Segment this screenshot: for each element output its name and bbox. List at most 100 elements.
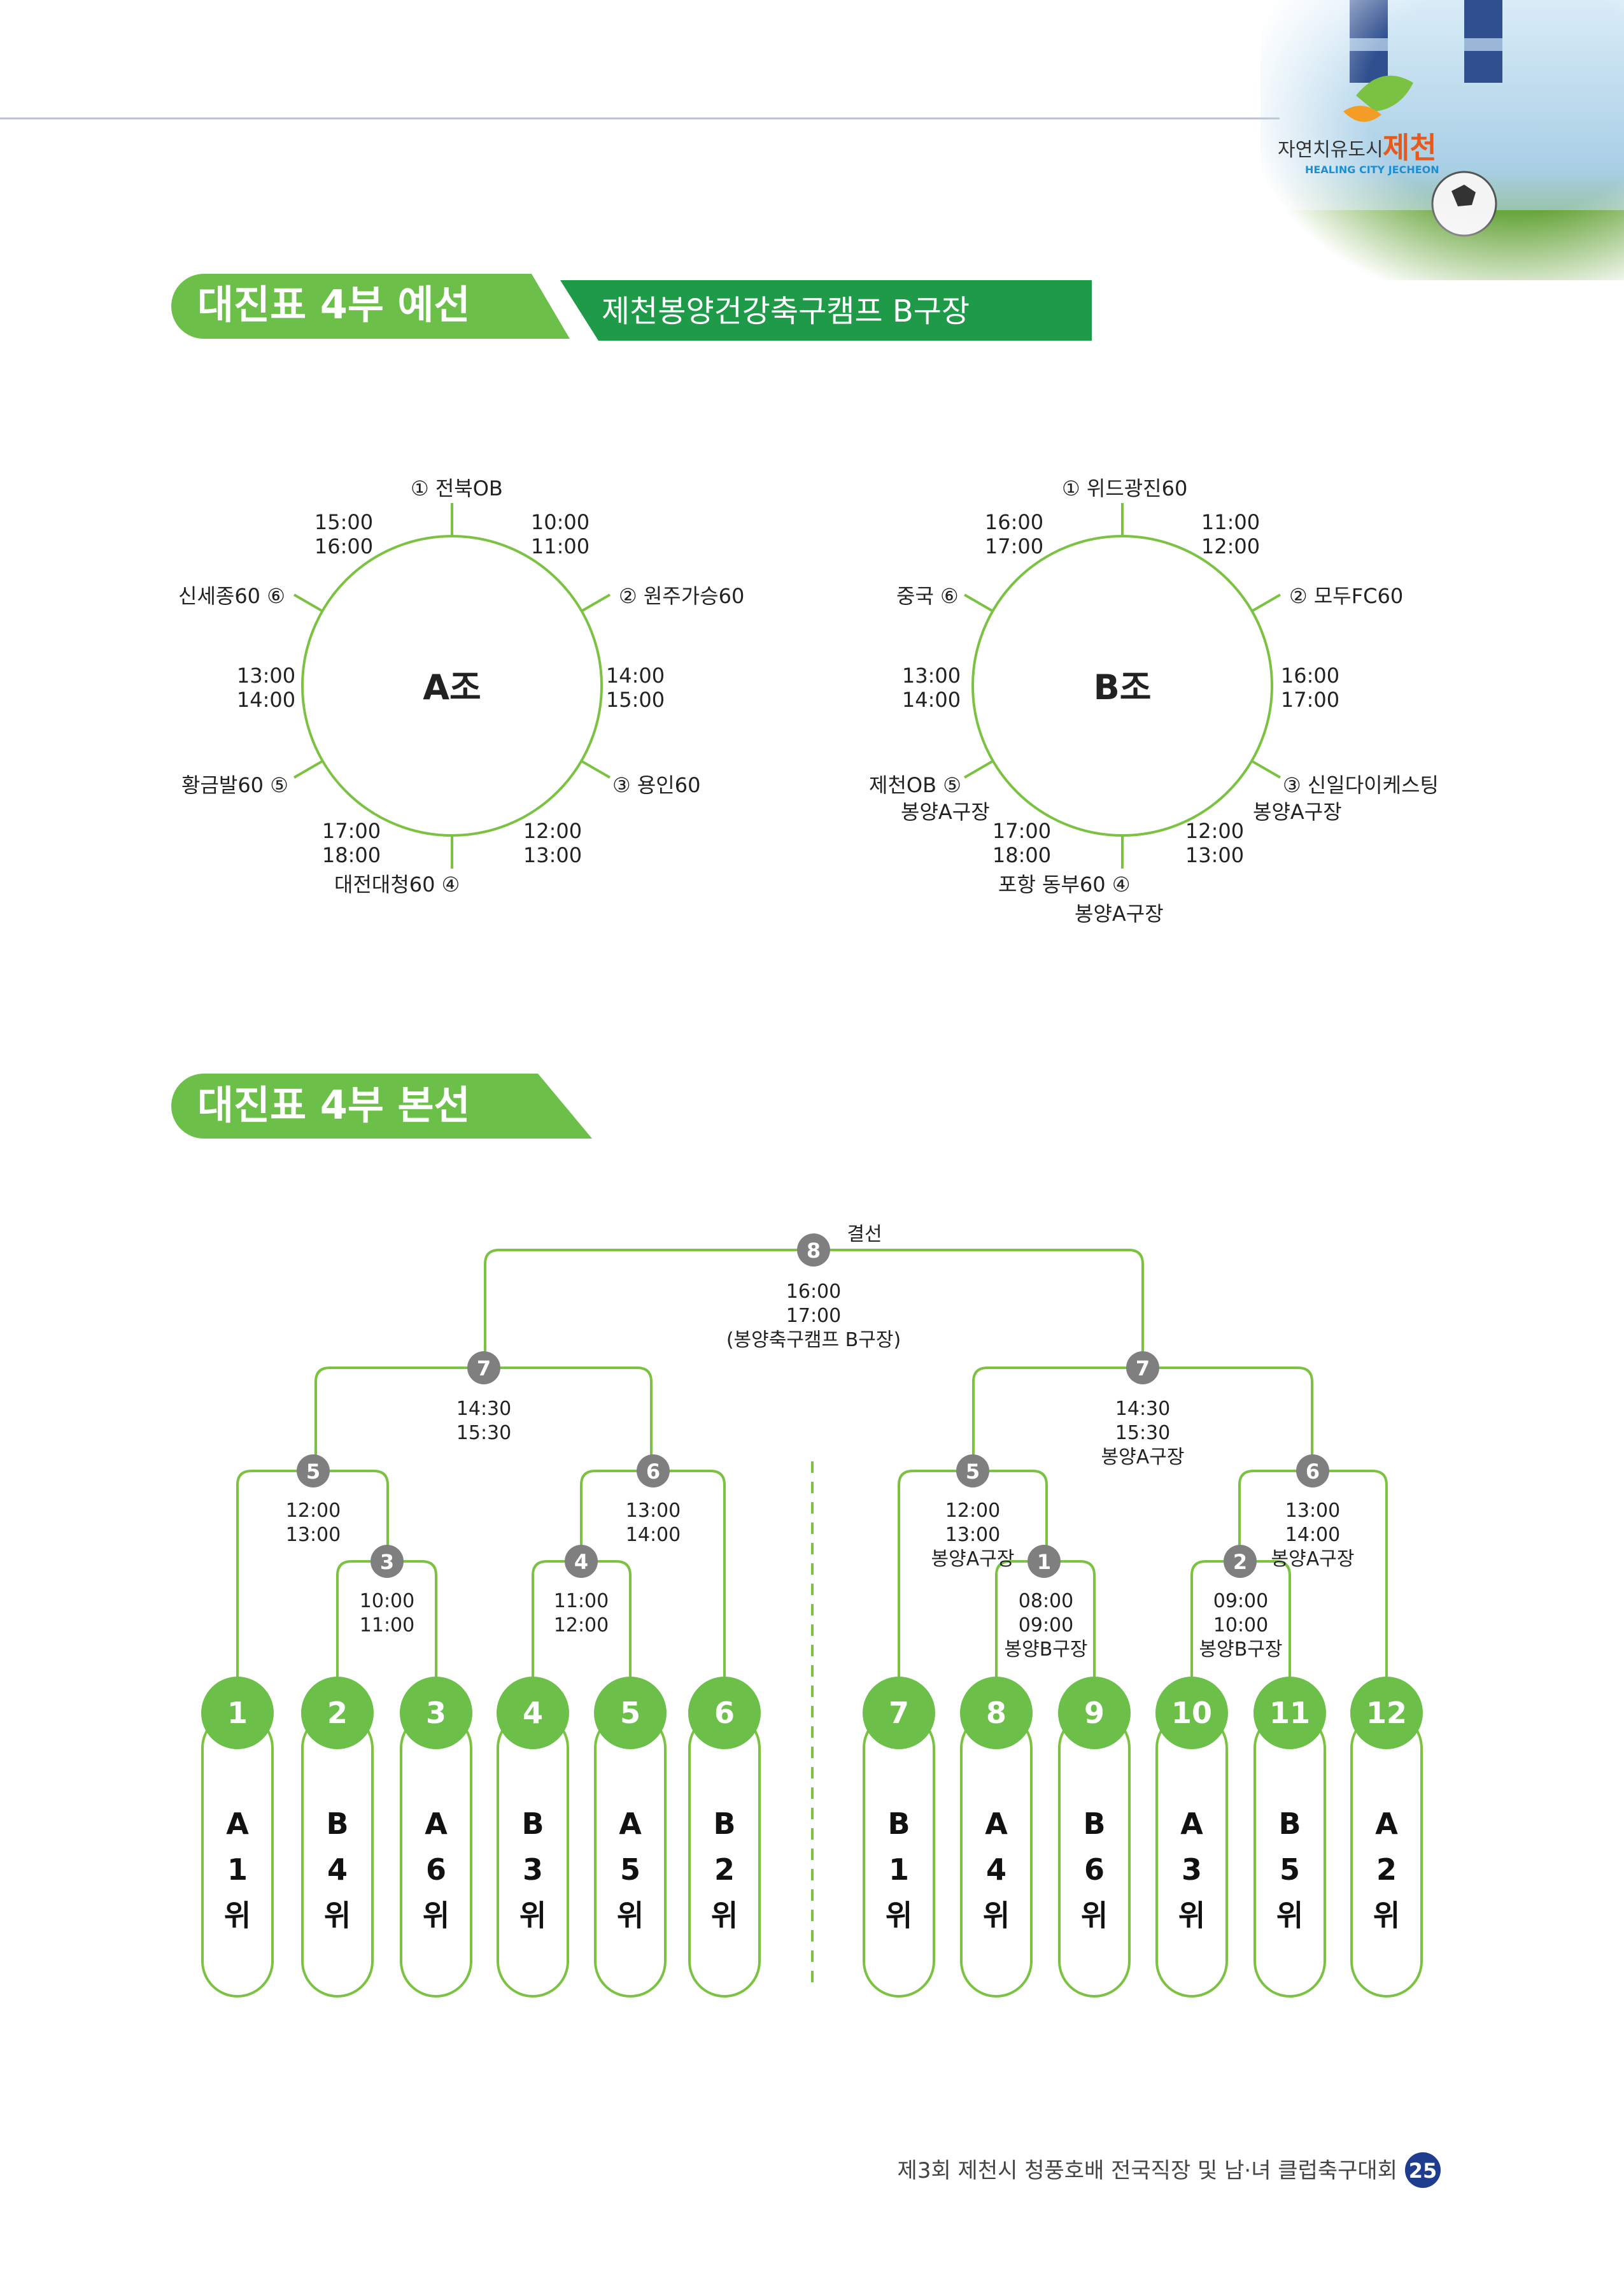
group-a-diagram: A조 ① 전북OB ② 원주가승60 ③ 용인60 대전대청60 ④ 황금발60… bbox=[178, 476, 744, 897]
group-b-name: B조 bbox=[1094, 667, 1152, 707]
left-semi-time-end: 15:30 bbox=[456, 1422, 511, 1444]
seed-label: A bbox=[425, 1807, 448, 1841]
group-a-name: A조 bbox=[423, 667, 481, 707]
svg-text:8: 8 bbox=[807, 1239, 821, 1263]
group-b-spoke-5 bbox=[964, 761, 993, 777]
seed-label: 위 bbox=[1081, 1898, 1108, 1933]
group-b-time-3b: 13:00 bbox=[1185, 843, 1244, 867]
seed-label: A bbox=[619, 1807, 642, 1841]
group-a-time-6b: 16:00 bbox=[314, 534, 373, 558]
right-m5-time-start: 12:00 bbox=[945, 1500, 1000, 1522]
group-b-spoke-2 bbox=[1252, 595, 1280, 611]
seed-label: B bbox=[887, 1807, 910, 1841]
section1-title: 대진표 4부 예선 bbox=[197, 281, 470, 328]
svg-text:6: 6 bbox=[646, 1459, 660, 1484]
right-m6-time-start: 13:00 bbox=[1285, 1500, 1340, 1522]
seed-label: 위 bbox=[324, 1898, 351, 1933]
seed-label: 4 bbox=[327, 1852, 348, 1887]
seed-number: 10 bbox=[1171, 1696, 1212, 1730]
group-a-time-4a: 17:00 bbox=[322, 819, 381, 843]
group-b-venue-3: 봉양A구장 bbox=[1253, 800, 1342, 824]
badge-final: 8 bbox=[797, 1233, 830, 1267]
badge-left-semi: 7 bbox=[467, 1351, 500, 1384]
seed-label: 3 bbox=[523, 1852, 543, 1887]
badge-right-m6: 6 bbox=[1296, 1454, 1329, 1487]
group-a-time-5a: 13:00 bbox=[237, 664, 295, 688]
seed-label: A bbox=[985, 1807, 1008, 1841]
section2-title: 대진표 4부 본선 bbox=[197, 1082, 470, 1128]
group-a-team-3: ③ 용인60 bbox=[612, 773, 700, 797]
svg-text:6: 6 bbox=[1306, 1459, 1320, 1484]
right-m1-time-end: 09:00 bbox=[1019, 1614, 1073, 1636]
badge-right-m2: 2 bbox=[1224, 1545, 1257, 1578]
group-a-time-3a: 12:00 bbox=[523, 819, 582, 843]
section2-banner: 대진표 4부 본선 bbox=[171, 1074, 592, 1139]
seed-number: 6 bbox=[714, 1696, 735, 1730]
seed-label: 위 bbox=[1276, 1898, 1303, 1933]
left-m6-time-start: 13:00 bbox=[626, 1500, 681, 1522]
seed-slot: 3A6위 bbox=[400, 1677, 472, 1996]
right-m5-venue: 봉양A구장 bbox=[931, 1548, 1015, 1570]
group-b-time-4b: 18:00 bbox=[992, 843, 1051, 867]
group-b-time-1a: 11:00 bbox=[1201, 510, 1260, 534]
svg-text:1: 1 bbox=[1037, 1550, 1051, 1574]
left-m4-time-end: 12:00 bbox=[554, 1614, 609, 1636]
group-b-team-2: ② 모두FC60 bbox=[1289, 584, 1403, 608]
seed-number: 2 bbox=[327, 1696, 348, 1730]
group-a-time-2a: 14:00 bbox=[606, 664, 665, 688]
group-b-team-6: 중국 ⑥ bbox=[896, 584, 959, 608]
left-m5-time-start: 12:00 bbox=[286, 1500, 341, 1522]
seed-label: 위 bbox=[423, 1898, 449, 1933]
logo-korean-text: 자연치유도시 bbox=[1278, 139, 1383, 161]
right-m2-time-start: 09:00 bbox=[1213, 1590, 1268, 1612]
svg-text:5: 5 bbox=[306, 1459, 320, 1484]
svg-text:2: 2 bbox=[1233, 1550, 1247, 1574]
group-b-spoke-3 bbox=[1252, 761, 1280, 777]
group-a-time-2b: 15:00 bbox=[606, 688, 665, 712]
badge-right-m1: 1 bbox=[1027, 1545, 1061, 1578]
seed-number: 7 bbox=[889, 1696, 909, 1730]
right-m2-time-end: 10:00 bbox=[1213, 1614, 1268, 1636]
seed-label: 위 bbox=[1373, 1898, 1400, 1933]
svg-text:7: 7 bbox=[477, 1356, 491, 1381]
svg-text:7: 7 bbox=[1136, 1356, 1150, 1381]
seed-label: 위 bbox=[224, 1898, 251, 1933]
seed-label: 1 bbox=[889, 1852, 909, 1887]
seed-label: 위 bbox=[617, 1898, 644, 1933]
final-time-end: 17:00 bbox=[786, 1305, 841, 1327]
seed-number: 12 bbox=[1366, 1696, 1407, 1730]
seed-label: B bbox=[1083, 1807, 1105, 1841]
left-m6-time-end: 14:00 bbox=[626, 1524, 681, 1546]
final-time-start: 16:00 bbox=[786, 1281, 841, 1303]
group-b-time-2b: 17:00 bbox=[1281, 688, 1339, 712]
group-b-team-4: 포항 동부60 ④ bbox=[998, 872, 1131, 897]
final-venue: (봉양축구캠프 B구장) bbox=[726, 1329, 901, 1351]
group-b-time-5a: 13:00 bbox=[902, 664, 961, 688]
seed-number: 9 bbox=[1084, 1696, 1105, 1730]
badge-left-m6: 6 bbox=[637, 1454, 670, 1487]
group-a-spoke-5 bbox=[294, 761, 323, 777]
section1-subtitle: 제천봉양건강축구캠프 B구장 bbox=[602, 294, 970, 329]
group-b-venue-4: 봉양A구장 bbox=[1075, 902, 1164, 926]
seed-label: B bbox=[521, 1807, 544, 1841]
seed-number: 8 bbox=[986, 1696, 1006, 1730]
seed-label: B bbox=[1278, 1807, 1301, 1841]
group-a-time-1a: 10:00 bbox=[531, 510, 590, 534]
seed-label: 1 bbox=[227, 1852, 248, 1887]
seed-label: 5 bbox=[1280, 1852, 1300, 1887]
seed-label: B bbox=[713, 1807, 735, 1841]
group-a-team-4: 대전대청60 ④ bbox=[334, 872, 460, 897]
badge-left-m5: 5 bbox=[297, 1454, 330, 1487]
seed-label: 3 bbox=[1182, 1852, 1202, 1887]
seed-label: 2 bbox=[1376, 1852, 1397, 1887]
group-b-diagram: B조 ① 위드광진60 ② 모두FC60 ③ 신일다이케스팅 포항 동부60 ④… bbox=[869, 476, 1439, 926]
right-m1-venue: 봉양B구장 bbox=[1005, 1638, 1088, 1661]
svg-text:3: 3 bbox=[380, 1550, 394, 1574]
